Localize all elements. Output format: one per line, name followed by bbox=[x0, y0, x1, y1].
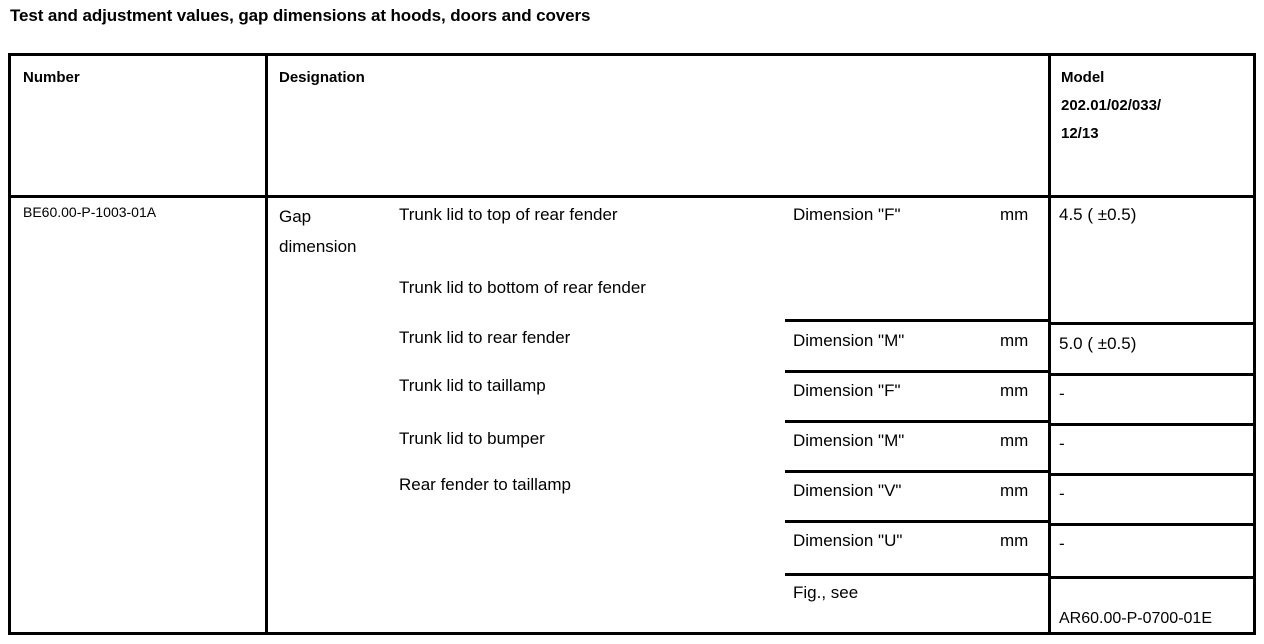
column-header-model-line2: 202.01/02/033/ bbox=[1061, 97, 1162, 114]
page-title: Test and adjustment values, gap dimensio… bbox=[10, 6, 591, 25]
dimension-unit: mm bbox=[1000, 331, 1029, 350]
value-cell: - bbox=[1059, 484, 1065, 503]
dimension-unit: mm bbox=[1000, 205, 1029, 224]
value-row-divider bbox=[1051, 373, 1253, 376]
row-number-value: BE60.00-P-1003-01A bbox=[23, 204, 157, 220]
column-header-designation: Designation bbox=[279, 69, 365, 86]
value-cell: 4.5 ( ±0.5) bbox=[1059, 205, 1137, 224]
value-row-divider bbox=[1051, 576, 1253, 579]
header-row-divider bbox=[11, 195, 1253, 198]
dimension-label: Dimension "F" bbox=[793, 381, 901, 400]
dimension-unit: mm bbox=[1000, 381, 1029, 400]
dimension-unit: mm bbox=[1000, 481, 1029, 500]
entry-description: Rear fender to taillamp bbox=[399, 475, 571, 494]
values-table: Number Designation Model 202.01/02/033/ … bbox=[8, 53, 1256, 635]
entry-description: Trunk lid to rear fender bbox=[399, 328, 571, 347]
table-body: BE60.00-P-1003-01A Gap dimension Trunk l… bbox=[11, 198, 1253, 632]
entry-description: Trunk lid to top of rear fender bbox=[399, 205, 618, 224]
row-group-label-line2: dimension bbox=[279, 237, 357, 256]
column-header-number: Number bbox=[23, 69, 80, 86]
column-divider-number-designation bbox=[265, 56, 268, 632]
dimension-row-divider bbox=[785, 319, 1048, 322]
value-cell: - bbox=[1059, 434, 1065, 453]
figure-reference-value: AR60.00-P-0700-01E bbox=[1059, 610, 1212, 627]
value-cell: - bbox=[1059, 384, 1065, 403]
row-group-label: Gap dimension bbox=[279, 202, 389, 262]
value-row-divider bbox=[1051, 322, 1253, 325]
value-row-divider bbox=[1051, 523, 1253, 526]
dimension-row-divider bbox=[785, 370, 1048, 373]
dimension-label: Dimension "F" bbox=[793, 205, 901, 224]
entry-description: Trunk lid to taillamp bbox=[399, 376, 546, 395]
entry-description: Trunk lid to bottom of rear fender bbox=[399, 278, 646, 297]
dimension-row-divider bbox=[785, 470, 1048, 473]
column-header-model: Model 202.01/02/033/ 12/13 bbox=[1061, 64, 1251, 148]
value-cell: - bbox=[1059, 534, 1065, 553]
dimension-row-divider bbox=[785, 420, 1048, 423]
column-header-model-line1: Model bbox=[1061, 69, 1105, 86]
column-divider-designation-model bbox=[1048, 56, 1051, 632]
dimension-unit: mm bbox=[1000, 531, 1029, 550]
dimension-label: Dimension "M" bbox=[793, 331, 905, 350]
dimension-label: Dimension "U" bbox=[793, 531, 903, 550]
entry-description: Trunk lid to bumper bbox=[399, 429, 545, 448]
row-group-label-line1: Gap bbox=[279, 207, 312, 226]
value-row-divider bbox=[1051, 423, 1253, 426]
dimension-unit: mm bbox=[1000, 431, 1029, 450]
dimension-label: Dimension "V" bbox=[793, 481, 902, 500]
value-row-divider bbox=[1051, 473, 1253, 476]
dimension-label: Dimension "M" bbox=[793, 431, 905, 450]
dimension-row-divider bbox=[785, 573, 1048, 576]
figure-label: Fig., see bbox=[793, 583, 859, 602]
column-header-model-line3: 12/13 bbox=[1061, 125, 1099, 142]
dimension-row-divider bbox=[785, 520, 1048, 523]
value-cell: 5.0 ( ±0.5) bbox=[1059, 334, 1137, 353]
